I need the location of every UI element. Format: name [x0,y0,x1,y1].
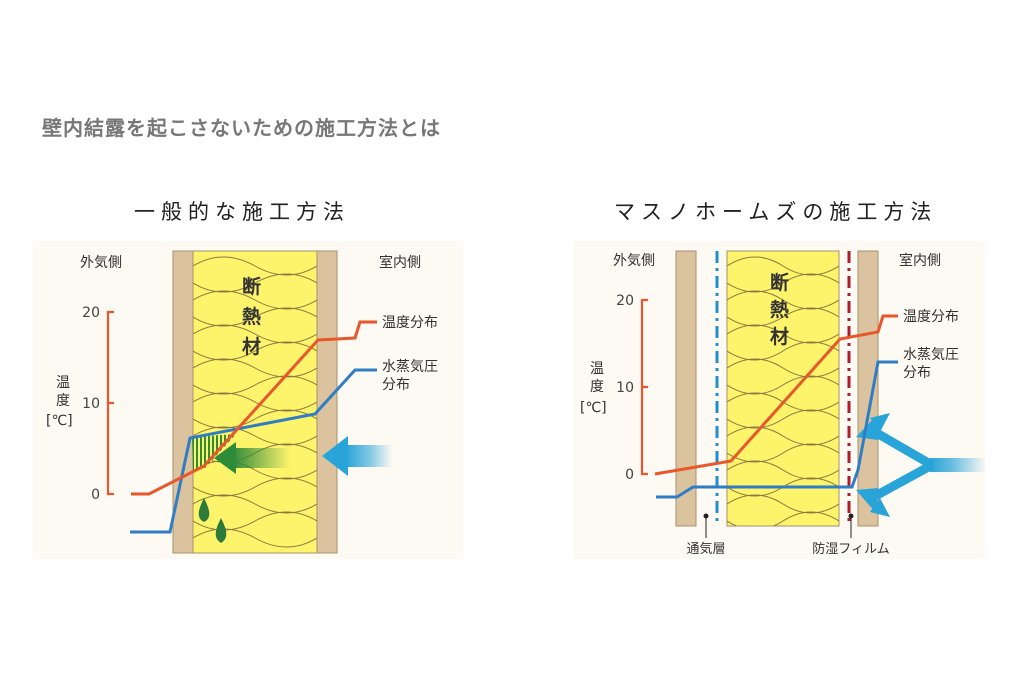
tick-20: 20 [616,293,634,309]
vapor-series-label-1: 水蒸気圧 [903,347,959,363]
vapor-series-label-2: 分布 [382,377,410,393]
vapor-pressure-line [130,368,377,534]
insulation-label-3: 材 [242,335,261,358]
arrow-left-icon [322,436,392,476]
arrow-left-icon [214,442,290,474]
tick-20: 20 [82,305,100,321]
inside-label: 室内側 [379,254,421,271]
outside-label: 外気側 [613,253,655,269]
water-drop-icon [215,518,227,543]
panel-right: 断 熱 材 外気側 室内側 20 10 0 温 度 [℃] 温度分布 水蒸 [574,241,986,559]
inside-label: 室内側 [899,252,941,269]
temperature-axis [106,310,114,496]
water-drop-icon [198,498,210,522]
temperature-line [654,314,898,476]
insulation-label-3: 材 [770,325,789,348]
axis-label-unit: [℃] [46,413,73,429]
outside-label: 外気側 [80,255,122,271]
axis-label-1: 温 [56,375,70,391]
insulation-texture [193,256,317,548]
temperature-line [131,320,377,496]
insulation-label-1: 断 [770,271,789,294]
insulation-label-2: 熱 [242,305,261,328]
panel-left: 断 熱 材 外気側 室内側 20 10 0 温 度 [℃] 温度分布 [33,241,463,559]
inner-board [857,250,879,527]
insulation [726,250,840,527]
page-title: 壁内結露を起こさないための施工方法とは [42,116,441,140]
air-layer-label: 通気層 [686,541,725,557]
axis-label-2: 度 [590,379,604,395]
axis-label-2: 度 [56,393,70,409]
temperature-series-label: 温度分布 [382,315,438,331]
tick-0: 0 [625,467,634,483]
panel-left-heading: 一般的な施工方法 [134,200,350,224]
temperature-series-label: 温度分布 [903,309,959,325]
vapor-pressure-line [656,360,898,499]
insulation-label-2: 熱 [770,298,789,321]
temperature-axis [640,298,648,476]
axis-label-1: 温 [590,361,604,377]
tick-0: 0 [91,487,100,503]
axis-label-unit: [℃] [580,400,607,416]
tick-10: 10 [82,396,100,412]
tick-10: 10 [616,380,634,396]
vapor-series-label-2: 分布 [903,365,931,381]
outer-board [675,250,697,527]
panel-right-heading: マスノホームズの施工方法 [614,200,938,224]
vapor-series-label-1: 水蒸気圧 [382,359,438,375]
blocked-arrow-icon [856,413,986,517]
film-label: 防湿フィルム [812,541,889,557]
insulation-label-1: 断 [242,275,261,298]
insulation-texture [727,256,839,526]
